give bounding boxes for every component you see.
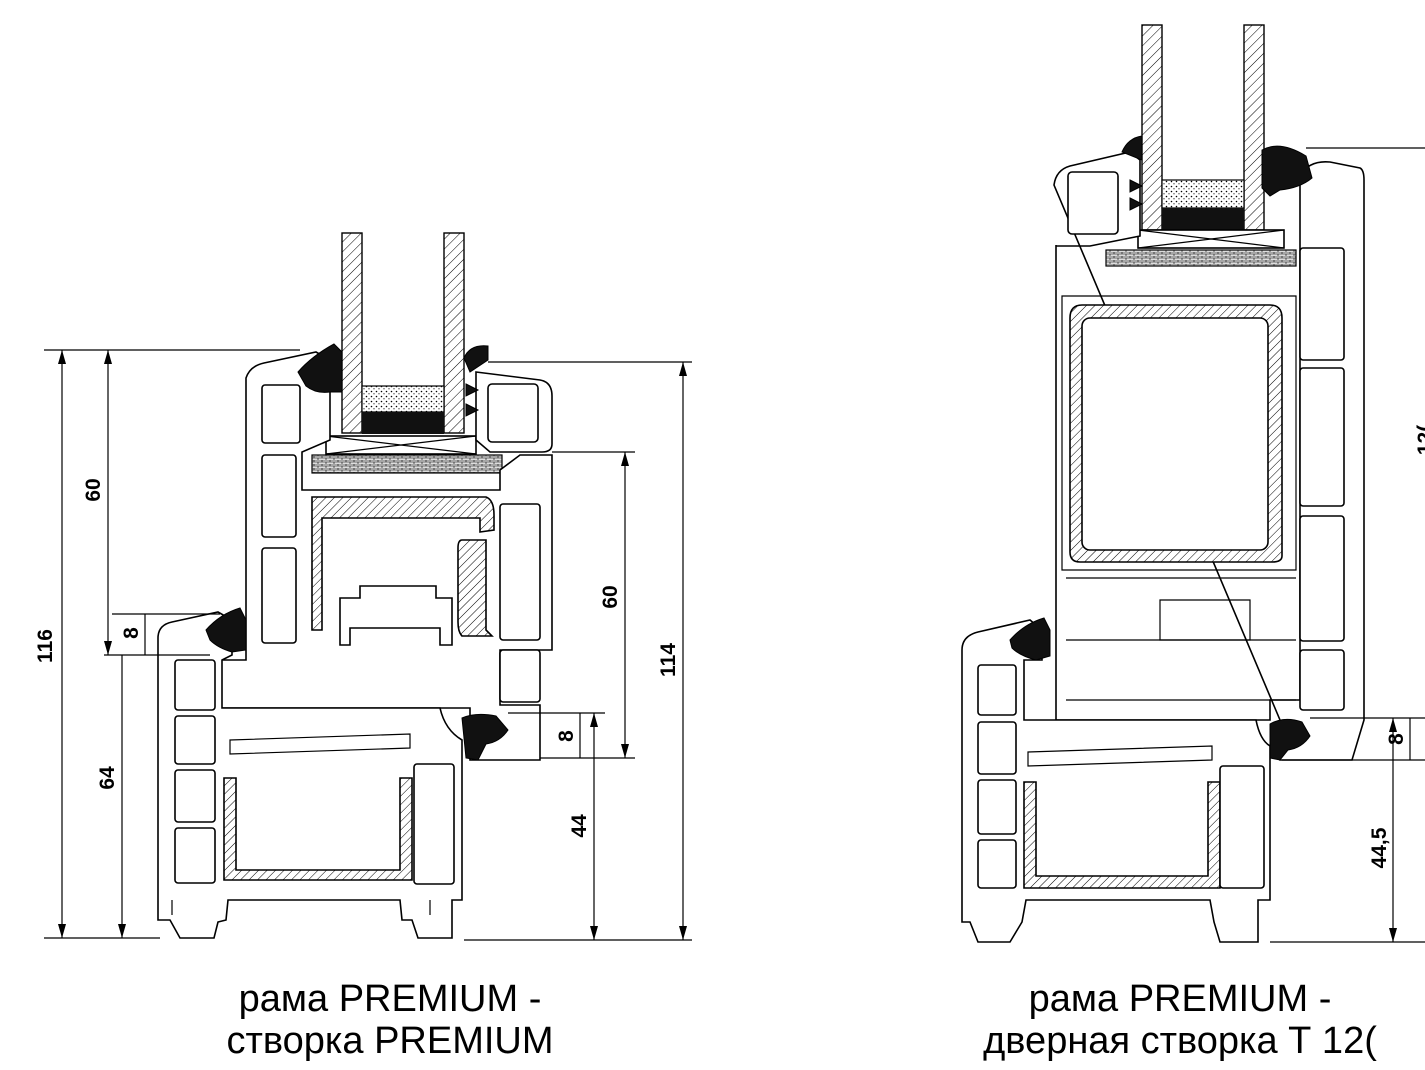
caption-left-line2: створка PREMIUM	[226, 1020, 554, 1062]
caption-right-line2: дверная створка Т 12(	[983, 1020, 1377, 1062]
dim-116: 116	[34, 629, 57, 663]
dim-60-right: 60	[599, 585, 622, 608]
left-glass-pane-inner	[341, 232, 363, 434]
dim-8-upper: 8	[120, 627, 143, 639]
caption-right-line1: рама PREMIUM -	[1028, 978, 1332, 1020]
dim-60-upper: 60	[82, 478, 105, 501]
right-glass-pane-outer	[1243, 24, 1265, 231]
left-spacer-seal	[362, 412, 444, 434]
dim-8-right: 8	[1385, 733, 1408, 745]
left-profile-section	[157, 232, 553, 939]
left-sash-profile	[219, 351, 553, 761]
caption-right: рама PREMIUM - дверная створка Т 12(	[935, 978, 1425, 1062]
caption-left-line1: рама PREMIUM -	[238, 978, 542, 1020]
left-dimensions: 116 60 8 64 60 114 8 44	[34, 349, 692, 941]
dim-12-partial: 12(	[1414, 425, 1425, 455]
right-glass-spacer	[1161, 179, 1245, 209]
left-frame-steel	[223, 777, 413, 881]
right-dimensions: 8 44,5 12(	[1270, 147, 1425, 943]
dim-44: 44	[568, 814, 591, 838]
left-glass-pane-outer	[443, 232, 465, 434]
left-glazing-bridge	[311, 454, 503, 474]
right-frame-profile	[961, 619, 1271, 943]
dim-114: 114	[657, 643, 680, 677]
left-gasket-lower	[461, 713, 509, 761]
right-glass-pane-inner	[1141, 24, 1163, 231]
caption-left: рама PREMIUM - створка PREMIUM	[130, 978, 650, 1062]
left-glass-spacer	[361, 385, 445, 413]
dim-44-5: 44,5	[1368, 827, 1391, 868]
left-gasket-middle	[205, 607, 247, 653]
right-profile-section	[961, 24, 1365, 943]
right-frame-steel	[1023, 781, 1221, 889]
left-gasket-top	[297, 343, 343, 393]
left-sash-steel	[311, 496, 495, 631]
dim-8-lower: 8	[555, 730, 578, 742]
dim-64: 64	[96, 766, 119, 790]
